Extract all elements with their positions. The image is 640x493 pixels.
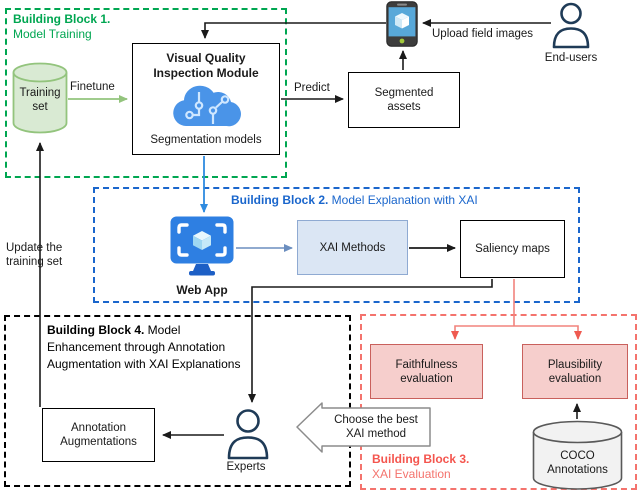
bb1-title: Building Block 1.: [13, 12, 111, 26]
upload-label: Upload field images: [432, 28, 534, 40]
update-label: Update the training set: [6, 242, 63, 268]
training-set-cylinder: [12, 62, 68, 139]
bb2-subtitle: Model Explanation with XAI: [328, 193, 478, 207]
building-block-1-frame: [5, 8, 287, 178]
choose-best-label: Choose the best XAI method: [334, 414, 418, 440]
mobile-phone: [386, 1, 418, 52]
choose-block-arrow: [296, 402, 431, 453]
building-block-3-frame: [360, 314, 637, 490]
vqim-subtitle: Segmentation models: [150, 134, 262, 146]
building-block-3-label: Building Block 3. XAI Evaluation: [372, 452, 552, 482]
coco-annotations-cylinder: [532, 420, 623, 493]
bb3-subtitle: XAI Evaluation: [372, 467, 451, 481]
web-app: [170, 216, 234, 285]
bb4-subtitle: Model Enhancement through Annotation Aug…: [47, 323, 241, 371]
plausibility-label: Plausibility evaluation: [547, 358, 603, 385]
database-icon: [12, 62, 68, 134]
building-block-2-frame: [93, 187, 580, 303]
segmented-assets-node: Segmented assets: [348, 72, 460, 128]
bb1-subtitle: Model Training: [13, 27, 92, 41]
saliency-maps-node: Saliency maps: [460, 220, 565, 278]
database-icon: [532, 420, 623, 490]
web-app-label: Web App: [176, 283, 228, 297]
monitor-app-icon: [170, 216, 234, 276]
annotation-augmentations-node: Annotation Augmentations: [42, 408, 155, 462]
bb2-title: Building Block 2.: [231, 193, 329, 207]
end-users-person: [551, 2, 591, 54]
bb3-title: Building Block 3.: [372, 452, 470, 466]
phone-icon: [386, 1, 418, 47]
cloud-ml-icon: [169, 82, 243, 132]
annotation-augmentations-label: Annotation Augmentations: [60, 422, 137, 448]
training-set-label: Training set: [19, 87, 61, 113]
plausibility-node: Plausibility evaluation: [522, 344, 628, 399]
predict-label: Predict: [294, 82, 330, 94]
vqim-node: Visual Quality Inspection Module Segment…: [132, 43, 280, 155]
faithfulness-label: Faithfulness evaluation: [395, 358, 458, 385]
xai-methods-node: XAI Methods: [297, 220, 408, 275]
experts-person: [226, 408, 270, 465]
xai-methods-label: XAI Methods: [319, 241, 386, 254]
building-block-1-label: Building Block 1. Model Training: [13, 12, 183, 42]
coco-annotations-label: COCO Annotations: [547, 450, 608, 476]
user-icon: [552, 2, 590, 49]
building-block-2-label: Building Block 2. Model Explanation with…: [231, 193, 591, 208]
saliency-maps-label: Saliency maps: [475, 243, 550, 255]
segmented-assets-label: Segmented assets: [374, 87, 434, 113]
faithfulness-node: Faithfulness evaluation: [370, 344, 483, 399]
end-users-label: End-users: [544, 52, 598, 64]
vqim-title: Visual Quality Inspection Module: [153, 51, 259, 80]
finetune-label: Finetune: [70, 81, 115, 93]
building-block-4-frame: [4, 315, 351, 487]
bb4-title: Building Block 4.: [47, 323, 145, 337]
user-icon: [227, 409, 269, 460]
building-block-4-label: Building Block 4. Model Enhancement thro…: [47, 322, 252, 373]
experts-label: Experts: [226, 461, 266, 473]
